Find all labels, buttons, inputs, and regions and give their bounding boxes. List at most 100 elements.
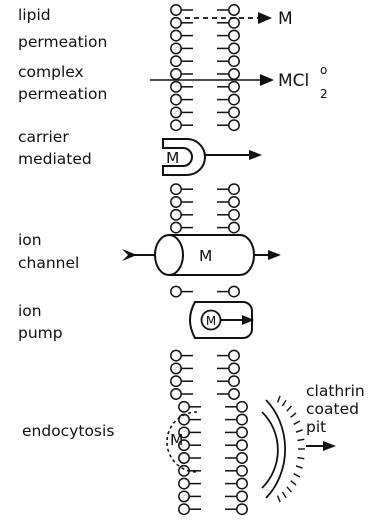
clathrin-bristle	[291, 413, 296, 417]
clathrin-bristle	[294, 474, 300, 477]
lipid-inner-head	[229, 43, 239, 53]
clathrin-bristle	[282, 492, 286, 498]
lipid-inner-head	[237, 453, 247, 463]
lipid-inner-head	[229, 389, 239, 399]
molecule-complex: MCl	[278, 71, 309, 91]
lipid-inner-head	[229, 222, 239, 232]
lipid-inner-head	[229, 30, 239, 40]
lipid-inner-head	[237, 402, 247, 412]
lipid-inner-head	[237, 440, 247, 450]
ion-channel-group: ion channel M	[18, 231, 281, 275]
lipid-inner-head	[237, 414, 247, 424]
label-complex-line1: complex	[18, 63, 84, 81]
molecule-pump: M	[206, 314, 216, 328]
lipid-inner-head	[229, 94, 239, 104]
clathrin-bristle	[297, 439, 304, 440]
label-lipid-line2: permeation	[18, 33, 107, 51]
molecule-complex-superscript: o	[320, 63, 327, 77]
clathrin-pit-outer	[266, 400, 285, 498]
label-clathrin-line2: coated	[306, 400, 359, 418]
lipid-inner-head	[229, 184, 239, 194]
lipid-inner-head	[229, 56, 239, 66]
lipid-inner-head	[229, 210, 239, 220]
clathrin-bristle	[287, 406, 292, 411]
lipid-inner-head	[229, 363, 239, 373]
lipid-outer-head	[171, 107, 181, 117]
lipid-outer-head	[171, 184, 181, 194]
lipid-inner-head	[229, 107, 239, 117]
lipid-outer-head	[171, 69, 181, 79]
clathrin-bristle	[278, 396, 281, 403]
lipid-inner-head	[229, 69, 239, 79]
lipid-outer-head	[179, 478, 189, 488]
lipid-permeation-arrowhead	[258, 12, 272, 24]
lipid-inner-head	[229, 82, 239, 92]
clathrin-bristle	[278, 496, 281, 503]
lipid-outer-head	[179, 504, 189, 514]
lipid-inner-head	[237, 427, 247, 437]
molecule-lipid: M	[278, 9, 293, 29]
lipid-outer-head	[171, 18, 181, 28]
molecule-channel: M	[199, 247, 212, 265]
clathrin-bristle	[294, 421, 300, 424]
lipid-outer-head	[171, 94, 181, 104]
lipid-outer-head	[171, 350, 181, 360]
ion-pump-group: ion pump M	[18, 302, 254, 342]
lipid-inner-head	[237, 491, 247, 501]
lipid-inner-head	[229, 286, 239, 296]
lipid-outer-head	[179, 402, 189, 412]
clathrin-coat-bristles	[278, 396, 305, 502]
lipid-inner-head	[237, 478, 247, 488]
lipid-inner-head	[229, 197, 239, 207]
lipid-outer-head	[171, 389, 181, 399]
label-carrier-line2: mediated	[18, 150, 92, 168]
lipid-outer-head	[179, 414, 189, 424]
lipid-outer-head	[171, 5, 181, 15]
clathrin-pit-inner	[262, 412, 278, 488]
label-clathrin-line3: pit	[306, 418, 326, 436]
clathrin-bristle	[291, 481, 296, 485]
label-channel-line2: channel	[18, 254, 79, 272]
lipid-outer-head	[171, 376, 181, 386]
lipid-inner-head	[237, 504, 247, 514]
lipid-outer-head	[171, 56, 181, 66]
molecule-complex-subscript: 2	[320, 87, 328, 101]
lipid-outer-head	[171, 197, 181, 207]
label-lipid-line1: lipid	[18, 6, 51, 24]
lipid-inner-head	[229, 350, 239, 360]
lipid-outer-head	[171, 82, 181, 92]
label-endocytosis: endocytosis	[22, 422, 114, 440]
label-clathrin-line1: clathrin	[306, 382, 365, 400]
molecule-endocytosis: M	[170, 431, 183, 449]
lipid-outer-head	[171, 222, 181, 232]
channel-exit-arrowhead	[268, 250, 281, 260]
clathrin-bristle	[296, 466, 303, 468]
clathrin-bristle	[282, 400, 286, 406]
lipid-inner-head	[229, 376, 239, 386]
lipid-outer-head	[171, 286, 181, 296]
lipid-permeation-group: lipid permeation M	[18, 6, 293, 51]
lipid-outer-head	[179, 453, 189, 463]
lipid-inner-head	[229, 18, 239, 28]
clathrin-arrowhead	[323, 441, 336, 451]
lipid-inner-head	[237, 466, 247, 476]
lipid-outer-head	[171, 210, 181, 220]
lipid-outer-head	[171, 363, 181, 373]
label-pump-line1: ion	[18, 302, 42, 320]
lipid-inner-head	[229, 5, 239, 15]
label-carrier-line1: carrier	[18, 128, 69, 146]
clathrin-bristle	[297, 458, 304, 459]
clathrin-bristle	[296, 430, 303, 432]
lipid-outer-head	[171, 43, 181, 53]
clathrin-bristle	[287, 487, 292, 492]
lipid-outer-head	[171, 30, 181, 40]
molecule-carrier: M	[166, 149, 179, 167]
lipid-outer-head	[171, 120, 181, 130]
carrier-arrowhead	[249, 150, 262, 160]
complex-permeation-arrowhead	[260, 74, 274, 86]
carrier-mediated-group: carrier mediated M	[18, 128, 262, 175]
label-pump-line2: pump	[18, 324, 63, 342]
label-channel-line1: ion	[18, 231, 42, 249]
label-complex-line2: permeation	[18, 85, 107, 103]
